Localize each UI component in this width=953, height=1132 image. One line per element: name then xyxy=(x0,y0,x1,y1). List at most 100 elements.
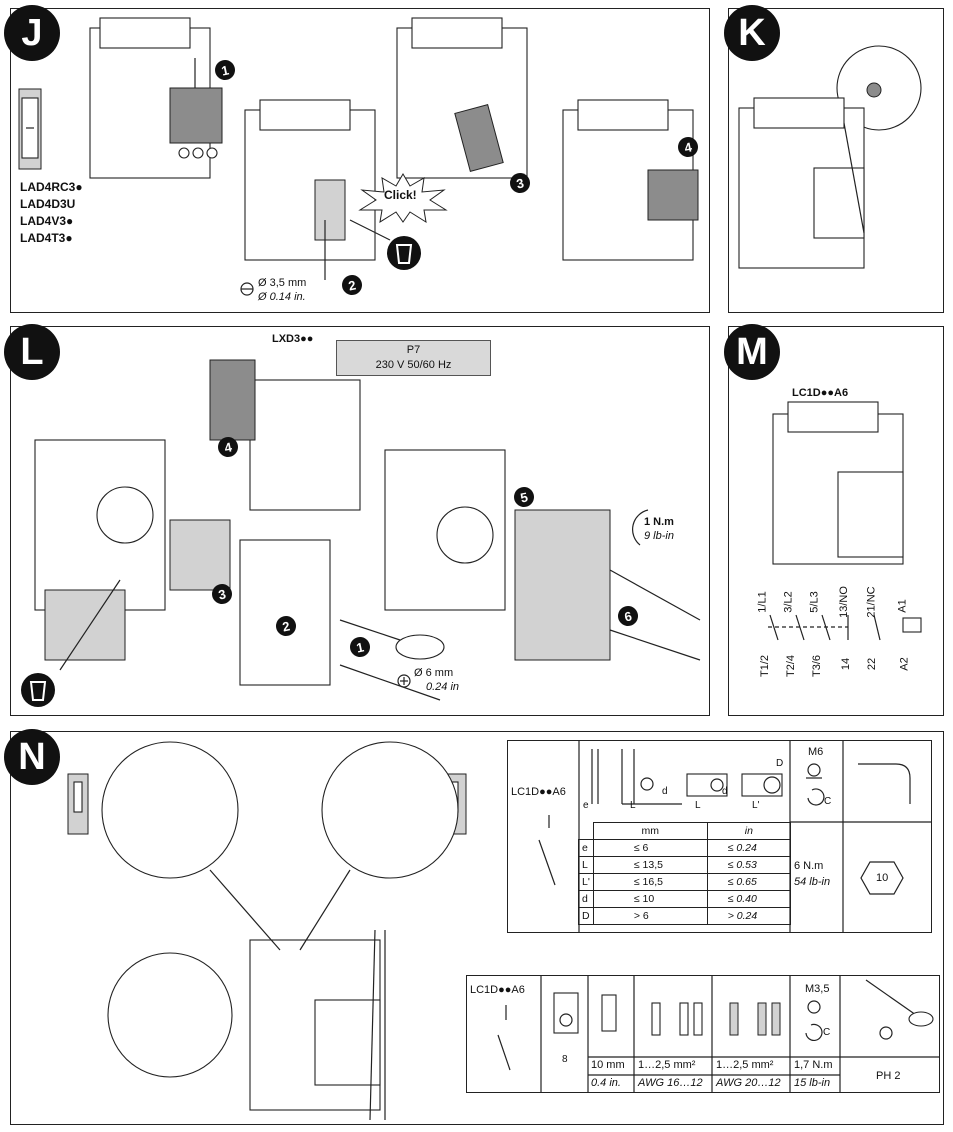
term-top-2: 3/L2 xyxy=(782,591,795,613)
term-bot-2: T2/4 xyxy=(785,654,798,678)
coil-label-line2: 230 V 50/60 Hz xyxy=(375,359,452,371)
wiring-diagram-m xyxy=(768,614,922,641)
t1-torque-lbin: 54 lb-in xyxy=(794,876,831,888)
t1-screw: M6 xyxy=(808,746,824,758)
coil-removal-drawing xyxy=(34,359,361,686)
t1-r4-key: D xyxy=(578,907,594,925)
model-lad4t3: LAD4T3● xyxy=(20,231,73,245)
contactor-drawing-j2 xyxy=(244,99,391,280)
term-top-4: 13/NO xyxy=(837,586,850,618)
dim-d2: d xyxy=(722,786,728,797)
contactor-drawing-k xyxy=(738,45,922,269)
torque-nm-l: 1 N.m xyxy=(644,516,674,528)
lad4-module-drawing xyxy=(18,88,42,170)
t1-torque-nm: 6 N.m xyxy=(794,860,824,872)
model-lad4rc3: LAD4RC3● xyxy=(20,180,83,194)
t2-torque-lbin: 15 lb-in xyxy=(794,1077,831,1089)
dim-l-prime: L' xyxy=(752,800,760,811)
coil-install-drawing xyxy=(384,449,701,661)
term-top-5: 21/NC xyxy=(865,586,878,618)
dim-e: e xyxy=(583,800,589,811)
contactor-drawing-m xyxy=(772,401,904,565)
coil-label-line1: P7 xyxy=(406,344,421,356)
t1-r1-in: ≤ 0.53 xyxy=(706,856,792,874)
screwdriver-mm-l: Ø 6 mm xyxy=(414,667,454,679)
screwdriver-mm-j: Ø 3,5 mm xyxy=(258,277,307,289)
t1-model: LC1D●●A6 xyxy=(511,786,566,798)
t2-strip-in: 0.4 in. xyxy=(591,1077,621,1089)
screwdriver-phillips-icon xyxy=(397,674,411,688)
dim-l2: L xyxy=(695,800,701,811)
contactor-drawing-j1 xyxy=(89,17,223,179)
dim-d1: d xyxy=(662,786,668,797)
t1-r1-mm: ≤ 13,5 xyxy=(592,856,708,874)
spec-table-2-grid xyxy=(497,975,940,1093)
term-bot-3: T3/6 xyxy=(811,654,824,678)
t1-r2-mm: ≤ 16,5 xyxy=(592,873,708,891)
recycle-icon xyxy=(387,236,421,270)
dim-D: D xyxy=(776,758,784,769)
t1-r0-mm: ≤ 6 xyxy=(592,839,708,857)
t2-model: LC1D●●A6 xyxy=(470,984,525,996)
t2-flex-awg: AWG 20…12 xyxy=(716,1077,781,1089)
hex-nut-icon xyxy=(860,861,904,895)
t2-solid-mm: 1…2,5 mm² xyxy=(638,1059,696,1071)
click-text: Click! xyxy=(384,188,417,202)
panel-n-badge: N xyxy=(4,729,60,785)
t2-torque-nm: 1,7 N.m xyxy=(794,1059,833,1071)
t2-driver: PH 2 xyxy=(876,1070,901,1082)
screwdrivers-l xyxy=(339,619,445,701)
dim-l1: L xyxy=(630,800,636,811)
term-top-1: 1/L1 xyxy=(756,591,769,613)
torque-lbin-l: 9 lb-in xyxy=(644,530,674,542)
t1-h-mm: mm xyxy=(592,822,708,840)
t1-r2-key: L' xyxy=(578,873,594,891)
screwdriver-flat-icon xyxy=(240,282,254,296)
t1-c-label: C xyxy=(824,796,832,807)
spec-table-2 xyxy=(466,975,940,1093)
model-lad4v3: LAD4V3● xyxy=(20,214,74,228)
panel-l-badge: L xyxy=(4,324,60,380)
term-top-6: A1 xyxy=(896,599,909,613)
term-bot-5: 22 xyxy=(866,657,879,671)
wrench-icon xyxy=(858,763,911,804)
t1-r0-key: e xyxy=(578,839,594,857)
t1-r4-mm: > 6 xyxy=(592,907,708,925)
t1-dimension-table: mm in e ≤ 6 ≤ 0.24 L ≤ 13,5 ≤ 0.53 L' ≤ … xyxy=(578,822,792,925)
panel-m-badge: M xyxy=(724,324,780,380)
t2-screw: M3,5 xyxy=(805,983,830,995)
screwdriver-in-l: 0.24 in xyxy=(426,681,460,693)
click-burst xyxy=(358,173,448,224)
contactor-drawing-j3 xyxy=(396,17,528,179)
screwdriver-in-j: Ø 0.14 in. xyxy=(258,291,306,303)
lug-icon-left xyxy=(67,773,89,835)
t2-flex-mm: 1…2,5 mm² xyxy=(716,1059,774,1071)
term-bot-1: T1/2 xyxy=(759,654,772,678)
lxd3-model: LXD3●● xyxy=(272,333,314,345)
t1-r0-in: ≤ 0.24 xyxy=(706,839,792,857)
t2-strip-mm: 10 mm xyxy=(591,1059,625,1071)
panel-k-badge: K xyxy=(724,5,780,61)
panel-j-badge: J xyxy=(4,5,60,61)
t1-h-empty xyxy=(578,822,594,840)
t1-r2-in: ≤ 0.65 xyxy=(706,873,792,891)
t1-r3-key: d xyxy=(578,890,594,908)
rotate-arrow-icon xyxy=(632,509,649,546)
t1-r4-in: > 0.24 xyxy=(706,907,792,925)
t1-h-in: in xyxy=(706,822,792,840)
lc1d-model-m: LC1D●●A6 xyxy=(792,387,849,399)
t1-r1-key: L xyxy=(578,856,594,874)
coil-label: P7 230 V 50/60 Hz xyxy=(336,340,491,376)
recycle-icon-l xyxy=(21,673,55,707)
screw-icon-t1 xyxy=(806,763,825,806)
t2-c-label: C xyxy=(823,1027,831,1038)
t1-r3-mm: ≤ 10 xyxy=(592,890,708,908)
wiring-drawing-n xyxy=(101,741,459,1121)
t1-wrench-size: 10 xyxy=(876,872,889,884)
term-bot-4: 14 xyxy=(840,657,853,671)
contactor-drawing-j4 xyxy=(562,99,699,261)
term-top-3: 5/L3 xyxy=(808,591,821,613)
model-lad4d3u: LAD4D3U xyxy=(20,197,76,211)
lug-dimension-drawings xyxy=(591,749,783,805)
t1-r3-in: ≤ 0.40 xyxy=(706,890,792,908)
